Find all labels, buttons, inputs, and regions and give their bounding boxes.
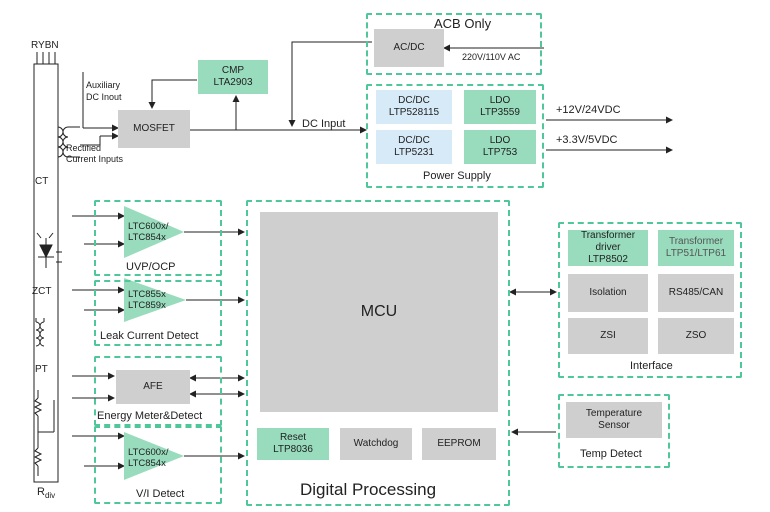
mcu-block: MCU (260, 212, 498, 412)
leak-current-title: Leak Current Detect (100, 330, 199, 342)
temp-sensor-label2: Sensor (598, 420, 630, 431)
isolation-block: Isolation (568, 274, 648, 312)
reset-label: Reset (279, 432, 307, 443)
dcdc-ltp5231-block: DC/DC LTP5231 (376, 130, 452, 164)
transformer-driver-part: LTP8502 (588, 254, 628, 265)
dcdc1-part: LTP528115 (388, 107, 440, 118)
phase-labels: RYBN (31, 40, 59, 51)
dcdc2-part: LTP5231 (394, 147, 434, 158)
cmp-label: CMP (221, 65, 245, 76)
leak-amp-part1: LTC855x (128, 289, 166, 300)
vi-amp-part1: LTC600x/ (128, 447, 169, 458)
rectified-label-line2: Current Inputs (66, 154, 124, 164)
leak-amplifier (124, 278, 186, 322)
power-supply-title: Power Supply (423, 170, 491, 182)
energy-meter-group (94, 356, 222, 426)
dc-input-label: DC Input (302, 118, 346, 130)
digital-processing-title: Digital Processing (300, 480, 437, 499)
rectified-label-line1: Rectified (66, 143, 102, 153)
ldo-ltp753-block: LDO LTP753 (464, 130, 536, 164)
zct-label: ZCT (32, 286, 52, 297)
dcdc1-label: DC/DC (398, 95, 430, 106)
power-supply-group (366, 84, 544, 188)
acb-only-group (366, 13, 542, 75)
rdiv-label: Rdiv (37, 486, 56, 501)
vi-detect-group (94, 426, 222, 504)
leak-current-group (94, 280, 222, 346)
reset-part: LTP8036 (273, 444, 313, 455)
auxiliary-label-line1: Auxiliary (86, 80, 121, 90)
transformer-driver-block: Transformer driver LTP8502 (568, 230, 648, 266)
vi-amp-part2: LTC854x (128, 458, 166, 469)
transformer-block: Transformer LTP51/LTP61 (658, 230, 734, 266)
temp-detect-group (558, 394, 670, 468)
watchdog-block: Watchdog (340, 428, 412, 460)
energy-meter-title: Energy Meter&Detect (97, 410, 203, 422)
uvp-amp-part2: LTC854x (128, 232, 166, 243)
ldo1-label: LDO (489, 95, 511, 106)
zso-block: ZSO (658, 318, 734, 354)
reset-block: Reset LTP8036 (257, 428, 329, 460)
uvp-amplifier (124, 206, 184, 258)
interface-title: Interface (630, 360, 673, 372)
pt-label: PT (35, 364, 48, 375)
rs485-can-block: RS485/CAN (658, 274, 734, 312)
ldo1-part: LTP3559 (480, 107, 520, 118)
afe-block: AFE (116, 370, 190, 404)
vi-amplifier (124, 432, 184, 480)
temperature-sensor-block: Temperature Sensor (566, 402, 662, 438)
ldo2-label: LDO (489, 135, 511, 146)
eeprom-block: EEPROM (422, 428, 496, 460)
vi-detect-title: V/I Detect (136, 488, 185, 500)
dcdc-ltp528115-block: DC/DC LTP528115 (376, 90, 452, 124)
cmp-block: CMP LTA2903 (198, 60, 268, 94)
ldo2-part: LTP753 (482, 147, 518, 158)
uvp-ocp-group (94, 200, 222, 276)
transformer-label: Transformer (668, 236, 724, 247)
ldo-ltp3559-block: LDO LTP3559 (464, 90, 536, 124)
temp-sensor-label1: Temperature (585, 408, 643, 419)
output-12v-label: +12V/24VDC (556, 104, 621, 116)
leak-amp-part2: LTC859x (128, 300, 166, 311)
ct-label: CT (35, 176, 49, 187)
cmp-part: LTA2903 (213, 77, 253, 88)
temp-detect-title: Temp Detect (580, 448, 642, 460)
mosfet-block: MOSFET (118, 110, 190, 148)
dcdc2-label: DC/DC (398, 135, 430, 146)
acdc-block: AC/DC (374, 29, 444, 67)
zsi-block: ZSI (568, 318, 648, 354)
mains-label: 220V/110V AC (462, 52, 521, 62)
uvp-ocp-title: UVP/OCP (126, 261, 176, 273)
acb-only-title: ACB Only (434, 16, 492, 31)
output-3v3-label: +3.3V/5VDC (556, 134, 618, 146)
interface-group (558, 222, 742, 378)
digital-processing-group (246, 200, 510, 506)
transformer-part: LTP51/LTP61 (665, 248, 727, 259)
uvp-amp-part1: LTC600x/ (128, 221, 169, 232)
auxiliary-label-line2: DC Inout (86, 92, 122, 102)
transformer-driver-label: Transformer driver (580, 230, 636, 253)
